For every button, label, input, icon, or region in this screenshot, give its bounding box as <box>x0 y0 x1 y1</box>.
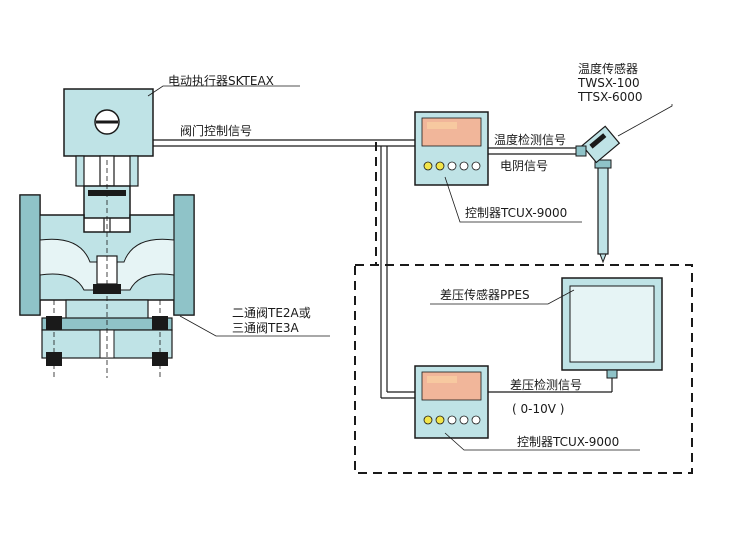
dp-sensor-label: 差压传感器PPES <box>440 288 530 302</box>
controller-1-button <box>471 161 481 171</box>
controller-2-label: 控制器TCUX-9000 <box>517 435 620 449</box>
dp-sensor-port <box>606 369 618 379</box>
flange-right <box>173 194 195 316</box>
controller-2-button <box>435 415 445 425</box>
controller-2-button <box>447 415 457 425</box>
valve-label-line1: 二通阀TE2A或 <box>232 306 311 320</box>
temp-sensor-head-band <box>589 133 607 149</box>
valve-label-line2: 三通阀TE3A <box>232 321 299 335</box>
temp-sensor-nut <box>594 159 612 169</box>
dp-sensor-face <box>569 285 655 363</box>
controller-2-button <box>459 415 469 425</box>
dp-sensor <box>488 277 663 393</box>
controller-1-button <box>447 161 457 171</box>
controller-2-button <box>423 415 433 425</box>
temperature-sensor <box>575 125 621 264</box>
controller-1-label: 控制器TCUX-9000 <box>465 206 568 220</box>
temp-sensor-head <box>581 125 621 164</box>
temp-sensor-tip <box>599 253 607 264</box>
controller-1 <box>414 111 489 186</box>
temp-sensor-title-label: 温度传感器 <box>578 62 639 76</box>
temp-detect-label: 温度检测信号 <box>494 133 567 147</box>
bolt-top-left <box>46 316 62 330</box>
leader-valve <box>179 315 330 337</box>
yoke-post-left <box>75 155 85 187</box>
temp-sensor-model2-label: TTSX-6000 <box>578 90 643 104</box>
dp-subsystem-boundary <box>354 264 693 474</box>
controller-1-display-bar <box>427 122 457 129</box>
leader-controller-1 <box>444 176 582 223</box>
controller-2-display-bar <box>427 376 457 383</box>
actuator-label: 电动执行器SKTEAX <box>168 74 274 88</box>
dp-detect-label: 差压检测信号 <box>510 378 583 392</box>
leader-temp-sensor <box>617 104 673 137</box>
temp-sensor-model1-label: TWSX-100 <box>578 76 640 90</box>
leader-actuator <box>147 85 300 97</box>
controller-1-button <box>435 161 445 171</box>
controller-2 <box>414 365 489 439</box>
bolt-top-right <box>152 316 168 330</box>
temp-sensor-probe <box>597 163 609 255</box>
leader-dp-sensor <box>430 289 575 305</box>
controller-2-button <box>471 415 481 425</box>
temp-sensor-cable-gland <box>575 145 587 157</box>
leader-lines <box>147 85 673 451</box>
valve-assembly <box>19 88 195 378</box>
leader-controller-2 <box>444 432 640 451</box>
dp-range-label: ( 0-10V ) <box>512 402 565 416</box>
flange-left <box>19 194 41 316</box>
controller-1-button <box>459 161 469 171</box>
yoke-post-right <box>129 155 139 187</box>
controller-1-button <box>423 161 433 171</box>
valve-signal-label: 阀门控制信号 <box>180 124 253 138</box>
resistance-label: 电阴信号 <box>500 159 549 173</box>
